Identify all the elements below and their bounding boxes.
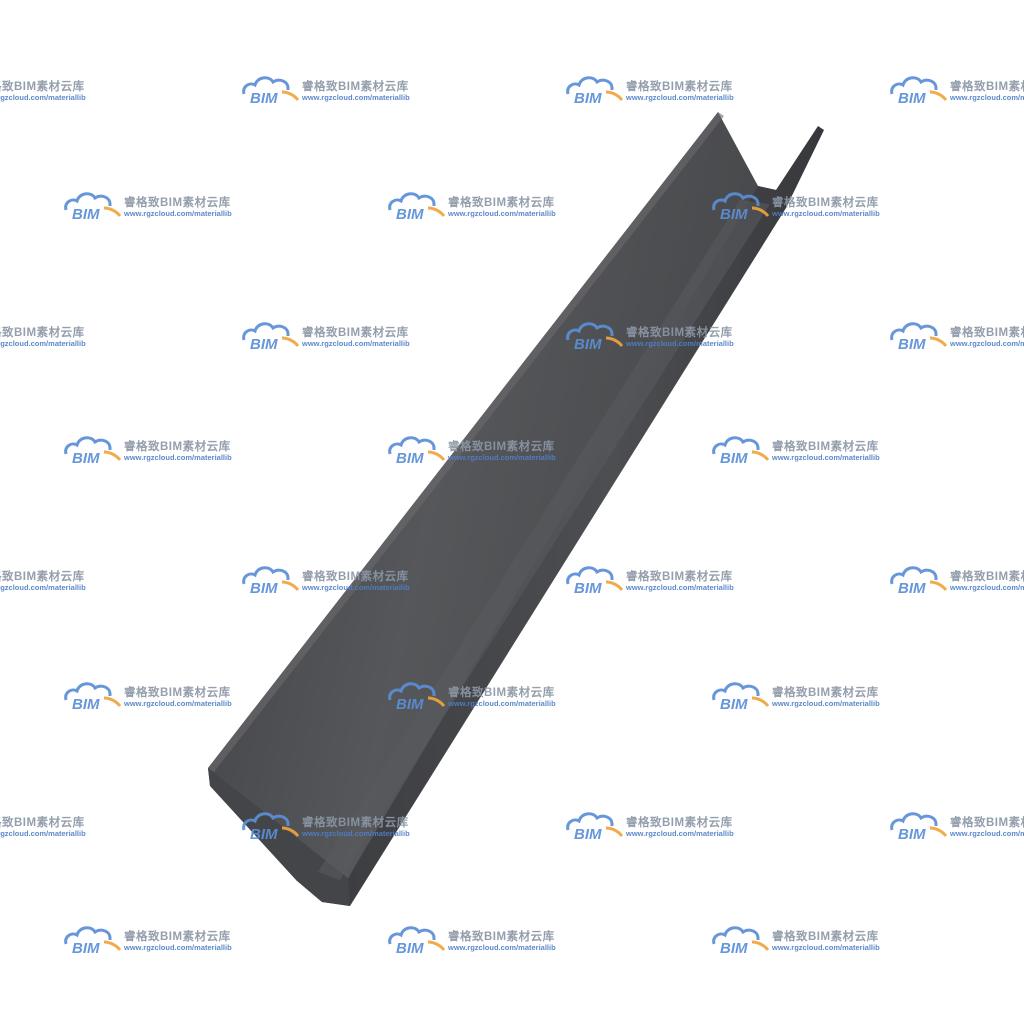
beam-end-face bbox=[208, 768, 350, 906]
beam-left-flange bbox=[208, 112, 776, 878]
beam-top-edge bbox=[208, 112, 724, 772]
beam-fillet-highlight bbox=[318, 200, 770, 880]
